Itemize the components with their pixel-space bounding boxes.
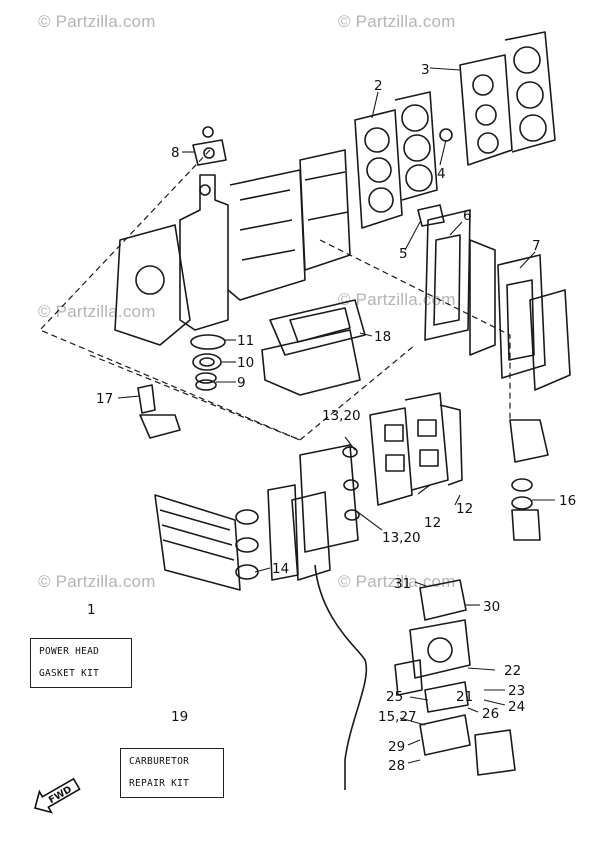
callout-18: 18 [374,329,391,345]
callout-29: 29 [388,739,405,755]
part-4-plug [439,128,453,142]
callout-13-20-top: 13,20 [322,408,361,424]
callout-1: 1 [87,602,96,618]
callout-21: 21 [456,689,473,705]
callout-23: 23 [508,683,525,699]
intake-silencer [154,494,259,591]
callout-13-20-bottom: 13,20 [382,530,421,546]
power-head-gasket-kit-box: POWER HEAD GASKET KIT [30,638,132,688]
callout-5: 5 [399,246,408,262]
kit-label-line: REPAIR KIT [129,778,190,789]
callout-6: 6 [463,208,472,224]
carburetor-repair-kit-box: CARBURETOR REPAIR KIT [120,748,224,798]
callout-7: 7 [532,238,541,254]
kit-label-line: CARBURETOR [129,756,190,767]
exhaust-outer-gasket [497,254,571,391]
kit-outline-dashed [39,149,416,441]
watermark: © Partzilla.com [38,572,156,591]
callout-12-lower: 12 [424,515,441,531]
leader-lines [117,67,555,764]
kit-outline-dashed [319,239,511,420]
intake-manifold [369,392,463,506]
part-16-filter [509,419,549,541]
callout-12-right: 12 [456,501,473,517]
carburetor [394,579,516,776]
callout-10: 10 [237,355,254,371]
crankcase-block [114,149,351,346]
part-9-bearing [195,372,217,391]
callout-28: 28 [388,758,405,774]
callout-25: 25 [386,689,403,705]
watermark: © Partzilla.com [38,302,156,321]
cylinder-head-gasket [354,91,438,229]
callout-8: 8 [171,145,180,161]
callout-16: 16 [559,493,576,509]
callout-19: 19 [171,709,188,725]
reed-valve-block [267,444,360,581]
watermark: © Partzilla.com [338,12,456,31]
exhaust-cover-gasket [424,209,496,356]
part-10-oil-seal [192,353,222,371]
callout-24: 24 [508,699,525,715]
callout-14: 14 [272,561,289,577]
callout-22: 22 [504,663,521,679]
part-17-fitting [137,384,181,439]
fwd-arrow-icon: FWD [34,777,81,814]
kit-label-line: GASKET KIT [39,668,100,679]
callout-4: 4 [437,166,446,182]
callout-9: 9 [237,375,246,391]
part-5-gasket [417,204,445,227]
base-gasket [261,299,366,396]
callout-17: 17 [96,391,113,407]
part-11-oring [190,334,226,350]
callout-31: 31 [394,576,411,592]
watermark: © Partzilla.com [38,12,156,31]
cylinder-head-cover [459,31,556,166]
callout-labels: 3 2 4 8 5 6 7 11 18 10 9 17 13,20 12 12 … [87,62,576,774]
callout-30: 30 [483,599,500,615]
callout-2: 2 [374,78,383,94]
kit-label-line: POWER HEAD [39,646,100,657]
fuel-line [314,564,368,790]
part-8-gasket [192,126,227,166]
callout-15-27: 15,27 [378,709,417,725]
callout-26: 26 [482,706,499,722]
kit-outline-dashed [89,354,301,441]
callout-11: 11 [237,333,254,349]
callout-3: 3 [421,62,430,78]
